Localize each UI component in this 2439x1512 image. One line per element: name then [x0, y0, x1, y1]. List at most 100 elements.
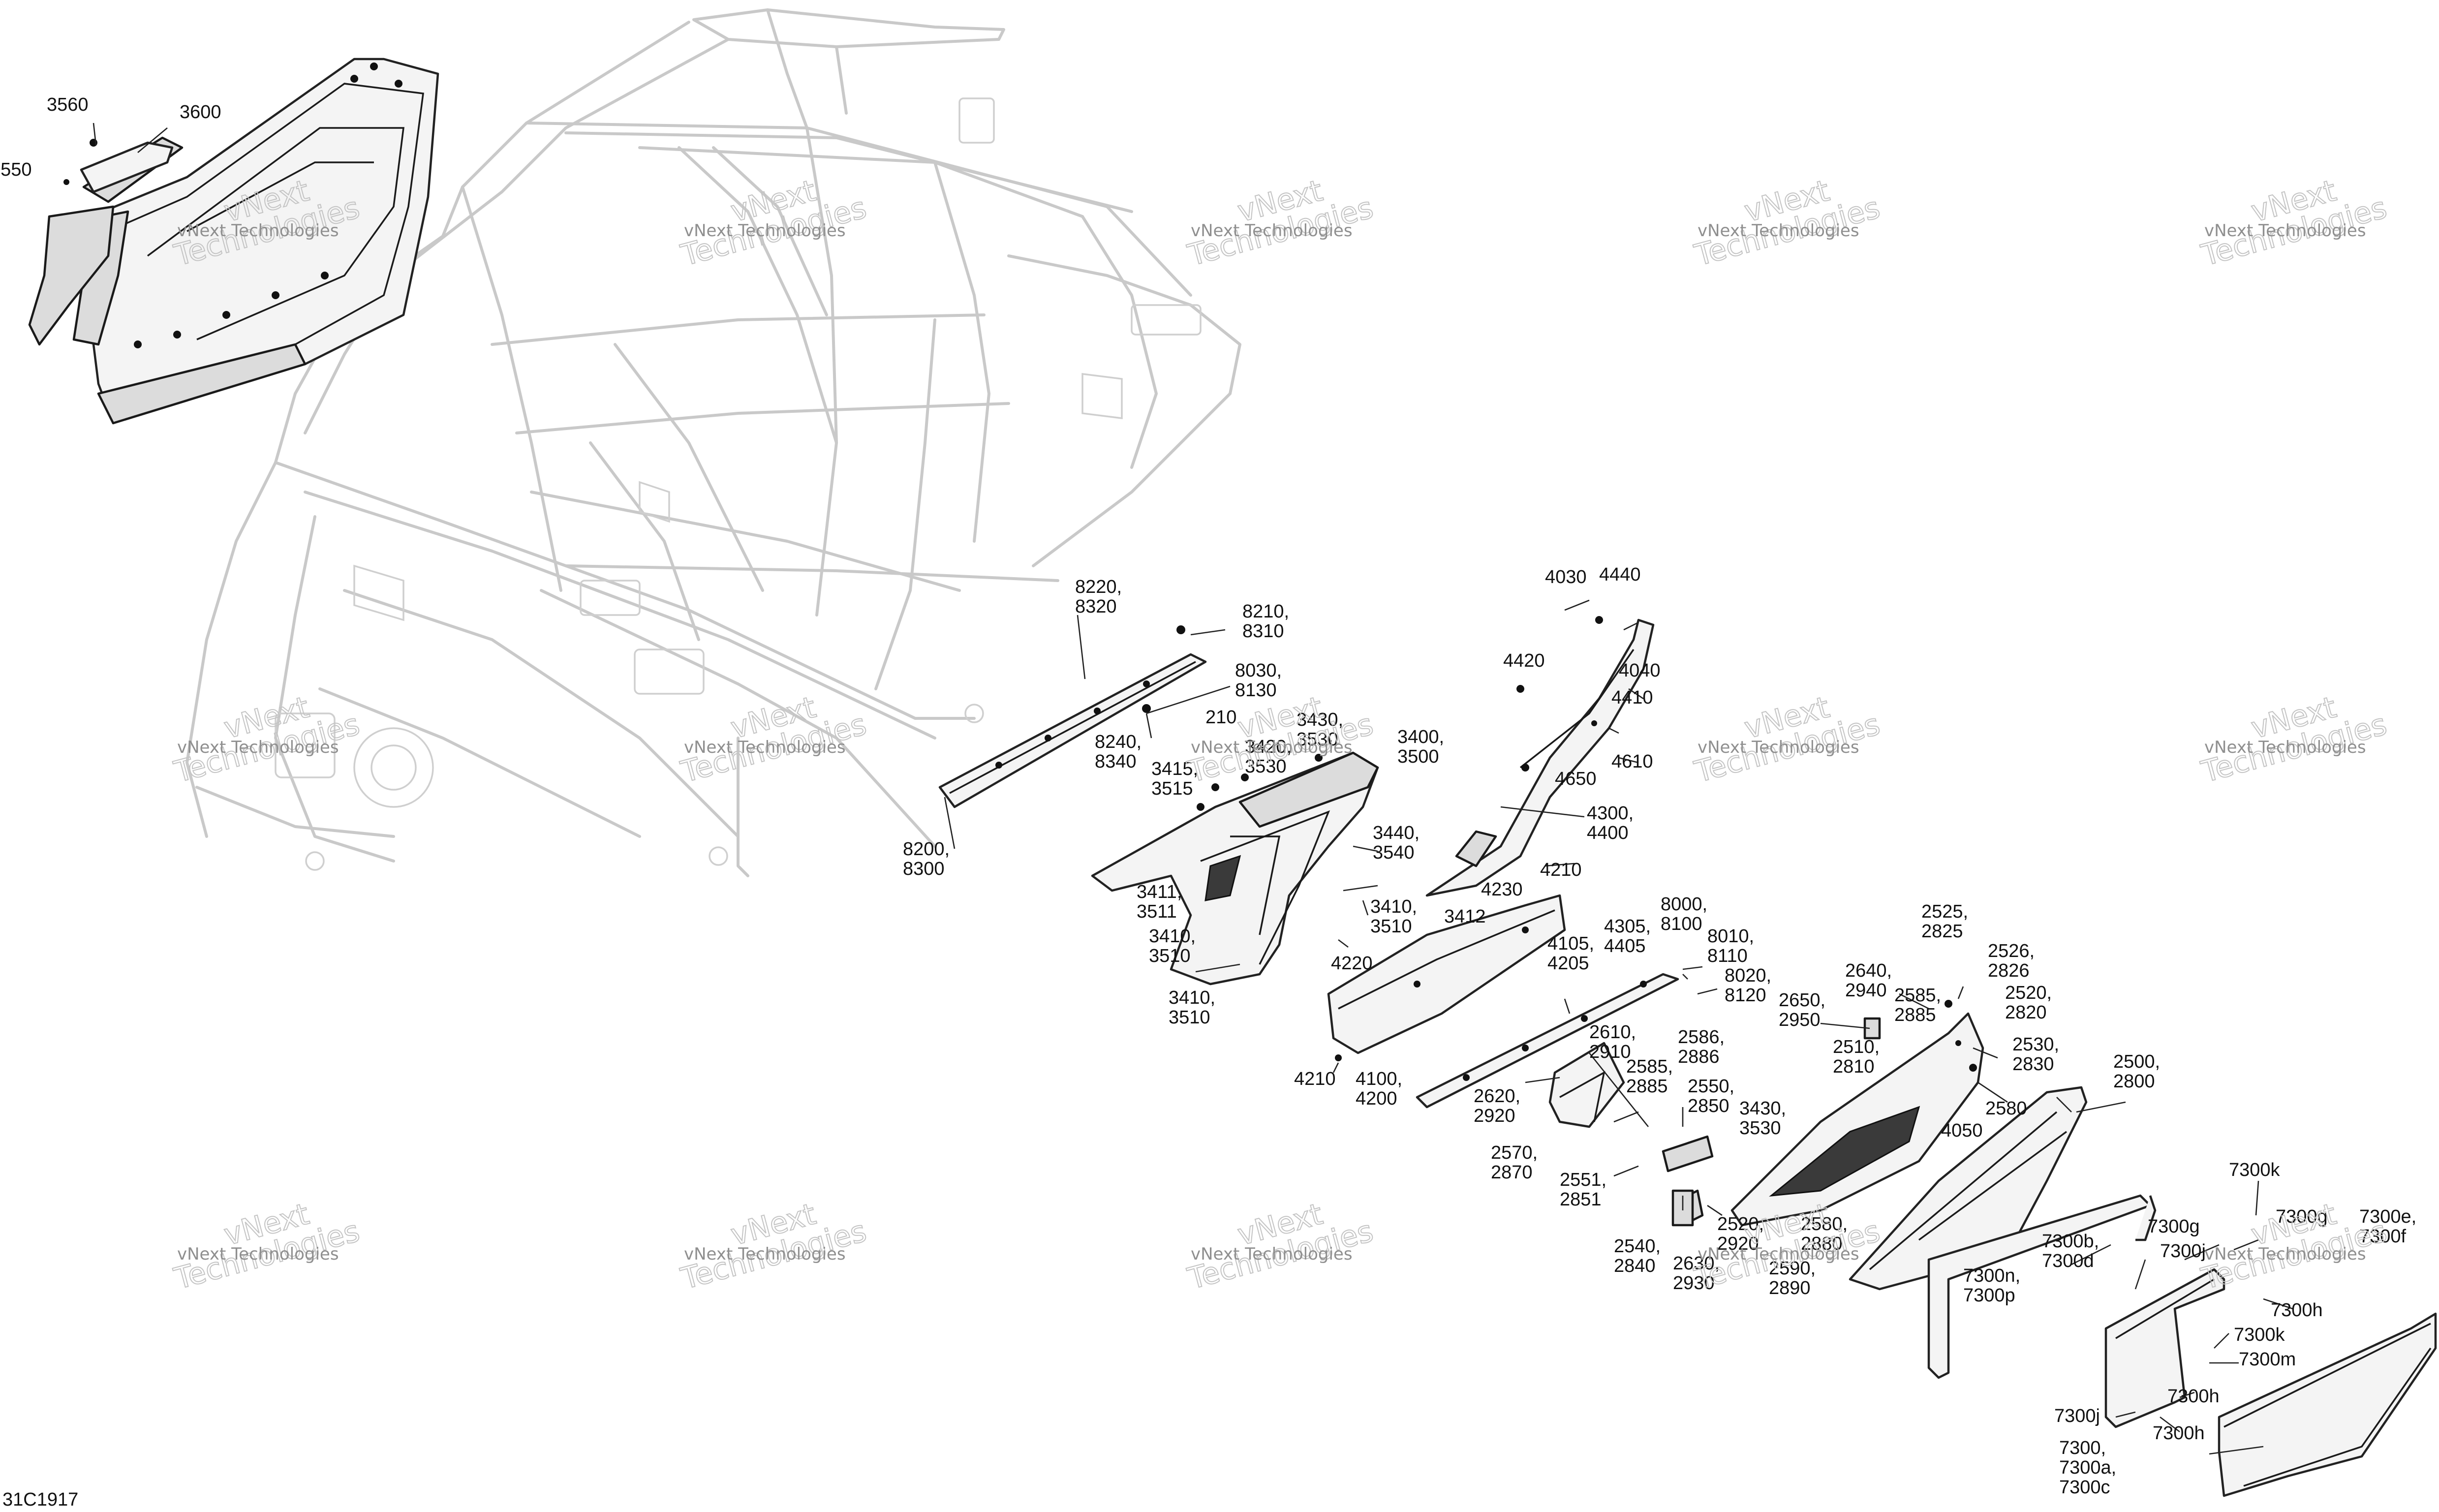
callout-3420: 3420,3530 [1245, 737, 1292, 777]
callout-line: 3530 [1297, 729, 1338, 750]
callout-4105: 4105,4205 [1547, 933, 1594, 974]
callout-line: 7300h [2271, 1300, 2323, 1321]
watermark-company: vNext Technologies [2204, 738, 2366, 757]
callout-2640: 2640,2940 [1845, 960, 1892, 1001]
callout-line: 7300k [2234, 1325, 2285, 1345]
callout-line: 4405 [1604, 936, 1646, 957]
callout-line: 8010, [1707, 926, 1754, 947]
callout-3415: 3415,3515 [1151, 759, 1198, 799]
callout-line: 2886 [1678, 1047, 1720, 1067]
callout-line: 2500, [2113, 1051, 2160, 1072]
callout-4220: 4220 [1331, 953, 1373, 974]
callout-3430a: 3430,3530 [1297, 710, 1343, 750]
callout-line: 7300c [2059, 1477, 2110, 1498]
callout-line: 2550, [1688, 1076, 1734, 1097]
callout-line: 4400 [1587, 823, 1629, 843]
watermark-company: vNext Technologies [684, 221, 846, 241]
callout-line: 8220, [1075, 577, 1122, 597]
callout-4650: 4650 [1555, 769, 1597, 789]
callout-line: 2580 [1985, 1098, 2027, 1119]
callout-line: 3515 [1151, 778, 1193, 799]
watermark-company: vNext Technologies [2204, 221, 2366, 241]
callout-line: 2920 [1474, 1106, 1515, 1126]
callout-line: 3511 [1137, 901, 1177, 922]
callout-line: 4650 [1555, 769, 1597, 789]
center-rocker-panel [1327, 894, 1566, 1061]
callout-4040: 4040 [1619, 660, 1661, 681]
callout-line: 4205 [1547, 953, 1589, 974]
callout-line: 7300j [2160, 1241, 2206, 1262]
callout-line: 3510 [1370, 916, 1412, 937]
callout-2620: 2620,2920 [1474, 1086, 1520, 1126]
callout-line: 3420, [1245, 737, 1292, 757]
callout-line: 2585, [1626, 1056, 1673, 1077]
callout-line: 3430, [1297, 710, 1343, 730]
callout-4440: 4440 [1599, 564, 1641, 585]
callout-line: 2530, [2012, 1034, 2059, 1055]
callout-line: 4105, [1547, 933, 1594, 954]
callout-line: 2825 [1921, 921, 1963, 942]
callout-line: 3550 [0, 159, 32, 180]
callout-2580b: 2580 [1985, 1098, 2027, 1119]
callout-line: 2520, [1717, 1214, 1764, 1234]
callout-3410a: 3410,3510 [1370, 896, 1417, 937]
callout-2585a: 2585,2885 [1626, 1056, 1673, 1097]
callout-3400: 3400,3500 [1397, 727, 1444, 767]
callout-line: 3600 [180, 102, 221, 123]
callout-4210a: 4210 [1540, 860, 1582, 880]
callout-line: 2650, [1779, 990, 1825, 1011]
callout-210: 210 [1205, 707, 1236, 728]
front-door-assembly [28, 58, 439, 425]
callout-3430b: 3430,3530 [1739, 1098, 1786, 1139]
callout-line: 4610 [1611, 751, 1653, 772]
callout-line: 2570, [1491, 1142, 1538, 1163]
callout-line: 8020, [1725, 965, 1771, 986]
callout-2590: 2590,2890 [1769, 1258, 1816, 1298]
callout-4300: 4300,4400 [1587, 803, 1634, 843]
callout-line: 8320 [1075, 596, 1117, 617]
rear-door-frame [1686, 1000, 1984, 1227]
callout-line: 2880 [1801, 1234, 1843, 1254]
callout-8000: 8000,8100 [1661, 894, 1707, 934]
callout-line: 7300n, [1963, 1265, 2020, 1286]
callout-line: 7300k [2229, 1160, 2281, 1180]
watermark-company: vNext Technologies [177, 1244, 339, 1264]
callout-line: 2800 [2113, 1071, 2155, 1092]
callout-line: 8000, [1661, 894, 1707, 915]
callout-7300k1: 7300k [2229, 1160, 2281, 1180]
callout-line: 2826 [1988, 960, 2030, 981]
callout-line: 2885 [1894, 1005, 1936, 1025]
callout-line: 7300d [2042, 1251, 2094, 1271]
callout-line: 2590, [1769, 1258, 1816, 1279]
callout-7300h1: 7300h [2271, 1300, 2323, 1321]
callout-7300m: 7300m [2239, 1349, 2296, 1370]
watermark-company: vNext Technologies [2204, 1244, 2366, 1264]
callout-line: 4220 [1331, 953, 1373, 974]
callout-7300b: 7300b,7300d [2042, 1231, 2099, 1271]
callout-line: 4300, [1587, 803, 1634, 824]
callout-line: 4030 [1545, 567, 1587, 587]
callout-7300j2: 7300j [2054, 1406, 2100, 1426]
watermark-company: vNext Technologies [177, 221, 339, 241]
callout-4210b: 4210 [1294, 1069, 1336, 1089]
callout-7300k2: 7300k [2234, 1325, 2285, 1345]
callout-4230: 4230 [1481, 879, 1523, 900]
callout-line: 3510 [1149, 946, 1191, 966]
lower-rocker-rail [1416, 973, 1679, 1109]
callout-line: 7300g [2148, 1216, 2200, 1237]
callout-8010: 8010,8110 [1707, 926, 1754, 966]
callout-line: 3530 [1739, 1118, 1781, 1139]
watermark-company: vNext Technologies [1698, 221, 1859, 241]
callout-line: 7300b, [2042, 1231, 2099, 1252]
callout-line: 2585, [1894, 985, 1941, 1006]
rear-door-outer-panel [2218, 1312, 2437, 1497]
callout-line: 4040 [1619, 660, 1661, 681]
watermark-company: vNext Technologies [177, 738, 339, 757]
callout-line: 4440 [1599, 564, 1641, 585]
callout-2525: 2525,2825 [1921, 901, 1968, 942]
